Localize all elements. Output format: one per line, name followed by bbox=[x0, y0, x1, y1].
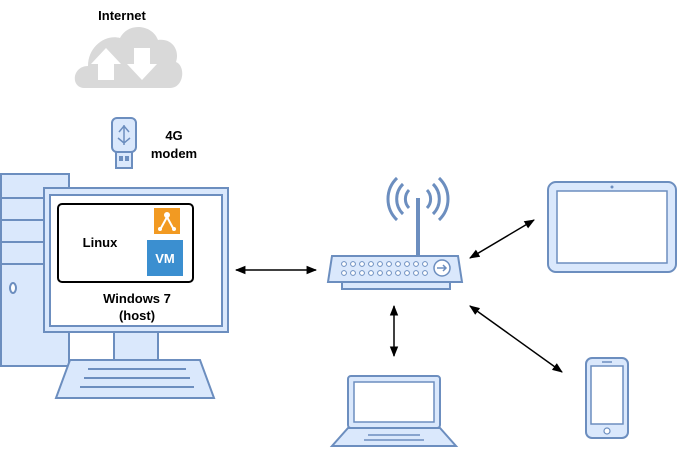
router-led bbox=[368, 270, 374, 276]
linux-label: Linux bbox=[83, 235, 118, 250]
router-tablet-link bbox=[469, 219, 535, 259]
router-led bbox=[377, 270, 383, 276]
router-led bbox=[377, 261, 383, 267]
internet-label: Internet bbox=[98, 8, 146, 23]
vm-icon: VM bbox=[147, 240, 183, 276]
usb-modem-icon bbox=[111, 117, 137, 169]
router-led bbox=[422, 261, 428, 267]
host-label-line1: Windows 7 bbox=[103, 291, 171, 306]
wifi-router-icon bbox=[326, 176, 464, 290]
laptop-icon bbox=[329, 375, 459, 447]
modem-label-line2: modem bbox=[151, 146, 197, 161]
router-led bbox=[350, 270, 356, 276]
pc-monitor-stand bbox=[113, 331, 159, 361]
router-led bbox=[395, 270, 401, 276]
router-led bbox=[368, 261, 374, 267]
router-led bbox=[404, 270, 410, 276]
vm-label: VM bbox=[155, 251, 175, 266]
router-led bbox=[413, 270, 419, 276]
router-led bbox=[404, 261, 410, 267]
modem-label-line1: 4G bbox=[165, 128, 182, 143]
router-phone-link bbox=[469, 305, 563, 373]
router-led bbox=[341, 261, 347, 267]
tablet-icon bbox=[547, 181, 677, 273]
router-led bbox=[395, 261, 401, 267]
linux-icon bbox=[154, 208, 180, 234]
router-led bbox=[359, 261, 365, 267]
router-led bbox=[350, 261, 356, 267]
router-led bbox=[359, 270, 365, 276]
host-label-line2: (host) bbox=[119, 308, 155, 323]
router-led bbox=[386, 270, 392, 276]
router-led bbox=[422, 270, 428, 276]
router-led bbox=[341, 270, 347, 276]
router-led bbox=[413, 261, 419, 267]
router-led bbox=[386, 261, 392, 267]
cloud-upload-download-icon bbox=[74, 26, 183, 88]
smartphone-icon bbox=[585, 357, 629, 439]
